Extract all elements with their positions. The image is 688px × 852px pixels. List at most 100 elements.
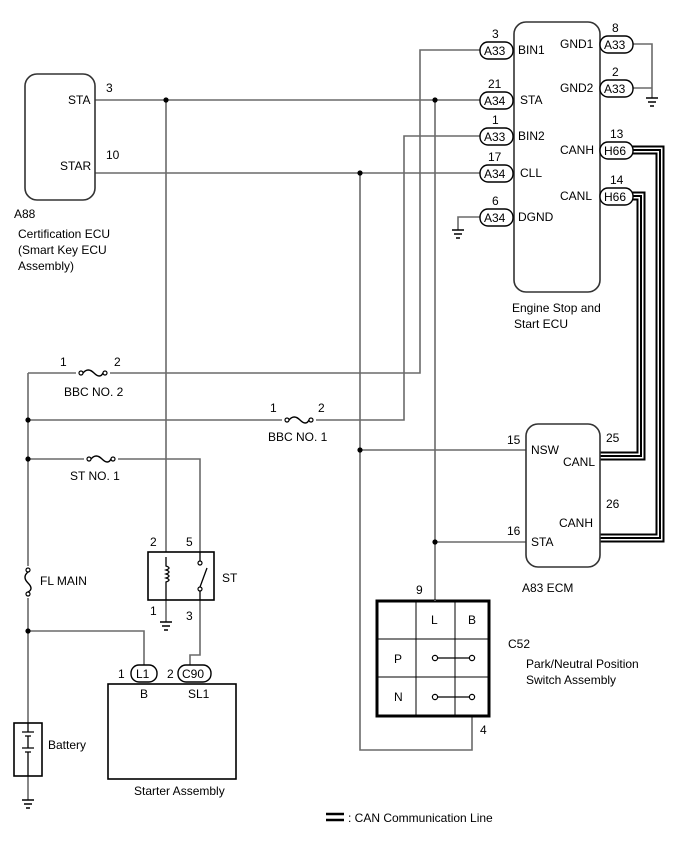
ess-pinnum-canl: 14 — [610, 173, 624, 187]
svg-text:Starter Assembly: Starter Assembly — [134, 784, 225, 798]
ecm-pin-nsw: NSW — [531, 443, 560, 457]
ess-pinnum-bin1: 3 — [492, 27, 499, 41]
a88-pin-sta: STA — [68, 93, 90, 107]
ecm-pinnum-canh: 26 — [606, 497, 620, 511]
ess-conn-sta: A34 — [479, 91, 514, 110]
ess-pin-dgnd: DGND — [518, 210, 554, 224]
svg-text:A34: A34 — [484, 211, 506, 225]
starter-assembly: L1 C90 1 2 B SL1 Starter Assembly — [107, 664, 237, 798]
ess-conn-gnd2: A33 — [599, 79, 634, 98]
ess-pinnum-bin2: 1 — [492, 113, 499, 127]
svg-text:1: 1 — [270, 401, 277, 415]
a88-name-1: Certification ECU — [18, 227, 110, 241]
ess-conn-bin1: A33 — [479, 41, 514, 60]
svg-text:1: 1 — [118, 667, 125, 681]
svg-text:A34: A34 — [484, 167, 506, 181]
svg-text:4: 4 — [480, 723, 487, 737]
svg-text:Park/Neutral Position: Park/Neutral Position — [526, 657, 639, 671]
a88-name-3: Assembly) — [18, 259, 74, 273]
svg-text:1: 1 — [60, 355, 67, 369]
svg-text:ST NO. 1: ST NO. 1 — [70, 469, 120, 483]
can-lines — [600, 145, 665, 543]
svg-text:SL1: SL1 — [188, 687, 210, 701]
ess-conn-dgnd: A34 — [479, 208, 514, 227]
ecm-name: A83 ECM — [522, 581, 573, 595]
svg-text:2: 2 — [167, 667, 174, 681]
ecm-pinnum-canl: 25 — [606, 431, 620, 445]
svg-text:9: 9 — [416, 583, 423, 597]
a88-pin-sta-num: 3 — [106, 81, 113, 95]
svg-text:C90: C90 — [182, 667, 204, 681]
svg-text:N: N — [394, 690, 403, 704]
st-relay: 2 5 1 3 ST — [147, 535, 238, 623]
svg-text:P: P — [394, 652, 402, 666]
pnp-switch: L B P N 9 4 C52 Park/Neutral Position Sw… — [375, 583, 639, 737]
svg-text:2: 2 — [318, 401, 325, 415]
svg-text:1: 1 — [150, 604, 157, 618]
a88-name-2: (Smart Key ECU — [18, 243, 107, 257]
ess-pin-cll: CLL — [520, 166, 542, 180]
svg-text:A33: A33 — [604, 38, 626, 52]
svg-text:A34: A34 — [484, 94, 506, 108]
ess-pinnum-gnd1: 8 — [612, 21, 619, 35]
starter-conn-c90: C90 — [177, 664, 212, 683]
ess-conn-bin2: A33 — [479, 127, 514, 146]
svg-text:A33: A33 — [604, 82, 626, 96]
legend-can-line: : CAN Communication Line — [326, 811, 493, 825]
ess-conn-canh: H66 — [599, 141, 634, 160]
svg-text:B: B — [468, 613, 476, 627]
engine-stop-start-ecu: BIN1 STA BIN2 CLL DGND GND1 GND2 CANH CA… — [479, 21, 634, 331]
svg-text:L: L — [431, 613, 438, 627]
ecm-pinnum-sta: 16 — [507, 524, 521, 538]
fuse-flmain: FL MAIN — [20, 566, 87, 598]
a88-pin-star: STAR — [60, 159, 91, 173]
ess-pin-canh: CANH — [560, 143, 594, 157]
ess-pinnum-cll: 17 — [488, 150, 502, 164]
ground-icon — [22, 97, 658, 809]
svg-text:3: 3 — [186, 609, 193, 623]
svg-text:2: 2 — [114, 355, 121, 369]
ess-name-2: Start ECU — [514, 317, 568, 331]
ess-pin-gnd1: GND1 — [560, 37, 594, 51]
ess-pin-sta: STA — [520, 93, 542, 107]
svg-text:H66: H66 — [604, 190, 626, 204]
ecm-pin-sta: STA — [531, 535, 553, 549]
ess-pinnum-sta: 21 — [488, 77, 502, 91]
ess-conn-cll: A34 — [479, 164, 514, 183]
svg-text:: CAN Communication Line: : CAN Communication Line — [348, 811, 493, 825]
a83-ecm: NSW CANL CANH STA 15 25 26 16 A83 ECM — [507, 423, 620, 595]
a88-id: A88 — [14, 207, 36, 221]
svg-text:H66: H66 — [604, 144, 626, 158]
ecm-pin-canh: CANH — [559, 516, 593, 530]
junction-dots — [25, 97, 438, 634]
ess-name-1: Engine Stop and — [512, 301, 601, 315]
svg-text:5: 5 — [186, 535, 193, 549]
starter-conn-l1: L1 — [130, 664, 158, 683]
a88-certification-ecu: STA STAR 3 10 A88 Certification ECU (Sma… — [14, 73, 120, 273]
a88-pin-star-num: 10 — [106, 148, 120, 162]
ess-pin-bin2: BIN2 — [518, 129, 545, 143]
fuse-st1: ST NO. 1 — [70, 452, 120, 483]
ecm-pin-canl: CANL — [563, 455, 595, 469]
svg-text:C52: C52 — [508, 637, 530, 651]
svg-text:L1: L1 — [136, 667, 150, 681]
svg-text:2: 2 — [150, 535, 157, 549]
ecm-pinnum-nsw: 15 — [507, 433, 521, 447]
svg-text:FL MAIN: FL MAIN — [40, 574, 87, 588]
fuse-bbc1: 1 2 BBC NO. 1 — [268, 401, 328, 444]
ess-pin-gnd2: GND2 — [560, 81, 594, 95]
svg-text:ST: ST — [222, 571, 238, 585]
battery-icon: Battery — [13, 722, 86, 777]
ess-pin-canl: CANL — [560, 189, 592, 203]
fuses: 1 2 BBC NO. 2 1 2 BBC NO. 1 ST NO. 1 — [20, 355, 328, 598]
fuse-bbc2: 1 2 BBC NO. 2 — [60, 355, 124, 399]
ess-conn-canl: H66 — [599, 187, 634, 206]
svg-text:BBC NO. 2: BBC NO. 2 — [64, 385, 124, 399]
svg-text:B: B — [140, 687, 148, 701]
ess-pin-bin1: BIN1 — [518, 43, 545, 57]
ess-pinnum-canh: 13 — [610, 127, 624, 141]
svg-text:A33: A33 — [484, 44, 506, 58]
svg-text:BBC NO. 1: BBC NO. 1 — [268, 430, 328, 444]
svg-text:Switch Assembly: Switch Assembly — [526, 673, 616, 687]
